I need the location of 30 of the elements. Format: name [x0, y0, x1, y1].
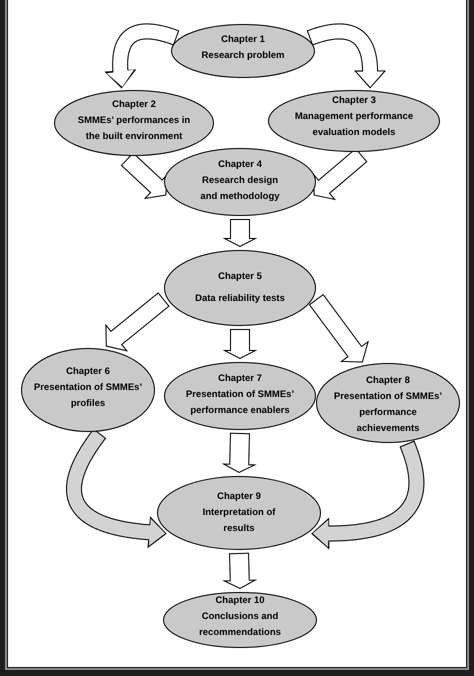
chapter-heading: Chapter 6 [66, 365, 110, 379]
chapter-title: Data reliability tests [194, 292, 286, 306]
chapter-ellipse [164, 362, 316, 430]
chapter-heading: Chapter 3 [332, 94, 376, 108]
chapter-heading: Chapter 2 [112, 98, 156, 112]
chapter-title: Presentation of SMMEs’ profiles [32, 381, 144, 411]
chapter-title: Interpretation of results [202, 506, 276, 536]
chapter-heading: Chapter 4 [218, 158, 262, 172]
chapter-title: Presentation of SMMEs’ performance achievements [332, 390, 444, 436]
chapter-ellipse [163, 592, 317, 648]
chapter-title: Presentation of SMMEs’ performance enablers [184, 388, 296, 418]
chapter-heading: Chapter 1 [221, 33, 265, 47]
chapter-ellipse [21, 348, 155, 432]
chapter-title: Conclusions and recommendations [198, 610, 282, 640]
chapter-title: SMMEs’ performances in the built environment [76, 114, 192, 144]
chapter-ellipse [157, 476, 321, 550]
chapter-title: Research design and methodology [199, 174, 281, 204]
chapter-heading: Chapter 5 [218, 270, 262, 284]
chapter-ellipse [54, 90, 214, 156]
chapter-heading: Chapter 7 [218, 372, 262, 386]
chapter-ellipse [171, 24, 315, 78]
chapter-ellipse [316, 363, 460, 443]
chapter-ellipse [164, 148, 316, 216]
chapter-ellipse [164, 250, 316, 326]
chapter-heading: Chapter 8 [366, 374, 410, 388]
chapter-heading: Chapter 9 [217, 490, 261, 504]
chapter-heading: Chapter 10 [215, 594, 265, 608]
chapter-title: Research problem [200, 49, 286, 63]
chapter-title: Management performance evaluation models [294, 110, 414, 140]
chapter-ellipse [268, 90, 440, 152]
